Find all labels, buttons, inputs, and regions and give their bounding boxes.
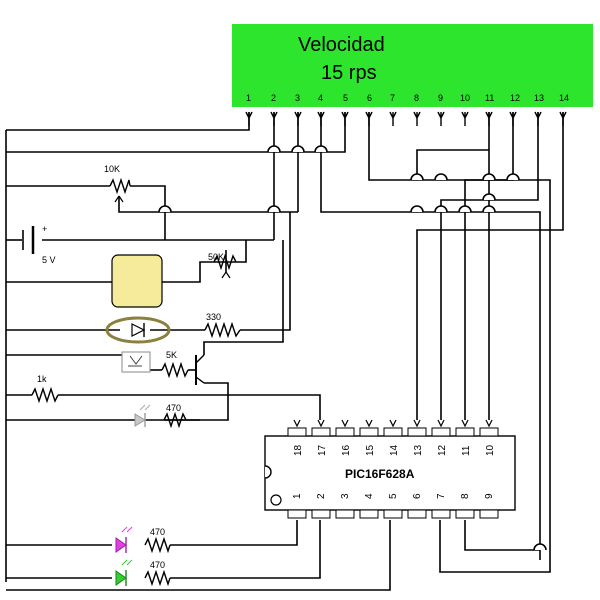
status-led-green <box>115 559 133 586</box>
chip-pin-label: 11 <box>461 445 472 456</box>
chip-pin-label: 15 <box>365 444 376 456</box>
chip-bottom-pin-boxes <box>287 509 499 519</box>
sensor-ring <box>105 316 171 344</box>
chip-pin-label: 16 <box>341 444 352 456</box>
pic-microcontroller: PIC16F628A <box>264 419 516 519</box>
lcd-pin-label: 12 <box>510 93 520 103</box>
resistor-470-c-label: 470 <box>150 560 165 570</box>
battery: + 5 V <box>22 224 56 265</box>
chip-name: PIC16F628A <box>345 467 415 481</box>
resistor-470-c: 470 <box>144 560 171 587</box>
chip-pin-label: 14 <box>389 444 400 456</box>
chip-pin-label: 1 <box>292 493 303 499</box>
lcd-pin-arrows <box>245 111 567 126</box>
resistor-5k: 5K <box>161 350 189 379</box>
chip-top-pin-arrows <box>293 419 493 428</box>
status-led-gray <box>134 404 151 427</box>
chip-top-pin-labels: 18 17 16 15 14 13 12 11 10 <box>293 444 496 456</box>
chip-pin-label: 4 <box>364 493 375 499</box>
chip-pin-label: 6 <box>412 493 423 499</box>
lcd-pin-label: 6 <box>367 93 372 103</box>
lcd-pin-label: 11 <box>485 93 494 103</box>
lcd-pin-label: 5 <box>343 93 348 103</box>
chip-notch <box>264 465 272 479</box>
potentiometer-50k: 50K <box>208 252 237 279</box>
chip-pin-label: 17 <box>317 444 328 456</box>
chip-bottom-pin-labels: 1 2 3 4 5 6 7 8 9 <box>292 493 495 499</box>
pin1-marker <box>270 494 282 506</box>
wire-crossovers <box>158 145 547 551</box>
battery-label: 5 V <box>42 255 56 265</box>
lcd-pin-label: 10 <box>460 93 470 103</box>
ir-led-icon <box>131 323 146 337</box>
resistor-470-b: 470 <box>144 527 171 554</box>
chip-pin-label: 3 <box>340 493 351 499</box>
optical-sensor <box>105 254 171 373</box>
lcd-screen <box>232 24 593 107</box>
chip-pin-label: 5 <box>388 493 399 499</box>
resistor-470-a-label: 470 <box>166 403 181 413</box>
npn-transistor <box>195 354 205 385</box>
lcd-pin-label: 9 <box>438 93 443 103</box>
lcd-pin-label: 8 <box>414 93 419 103</box>
battery-plus: + <box>42 224 47 234</box>
lcd-pin-labels: 1 2 3 4 5 6 7 8 9 10 11 12 13 14 <box>246 93 569 103</box>
chip-pin-label: 12 <box>437 444 448 456</box>
lcd-pin-label: 2 <box>271 93 276 103</box>
lcd-display: Velocidad 15 rps 1 2 3 4 5 6 7 8 9 10 11… <box>232 24 593 107</box>
chip-pin-label: 8 <box>460 493 471 499</box>
lcd-pin-label: 7 <box>390 93 395 103</box>
resistor-330-label: 330 <box>206 312 221 322</box>
resistor-330: 330 <box>204 312 241 339</box>
lcd-pin-label: 14 <box>559 93 569 103</box>
lcd-pin-label: 13 <box>534 93 544 103</box>
pot-50k-label: 50K <box>208 252 224 262</box>
chip-pin-label: 10 <box>485 444 496 456</box>
resistor-5k-label: 5K <box>166 350 177 360</box>
chip-pin-label: 18 <box>293 444 304 456</box>
sensor-body <box>111 254 163 308</box>
resistor-1k-label: 1k <box>37 374 47 384</box>
wiring <box>5 112 564 591</box>
lcd-pin-label: 4 <box>318 93 323 103</box>
phototransistor-icon <box>121 351 151 373</box>
pot-10k-label: 10K <box>104 164 120 174</box>
chip-pin-label: 7 <box>436 493 447 499</box>
lcd-line-2: 15 rps <box>321 62 377 84</box>
lcd-pin-label: 3 <box>295 93 300 103</box>
potentiometer-10k: 10K <box>104 164 131 203</box>
chip-top-pin-boxes <box>287 427 499 437</box>
chip-pin-label: 13 <box>413 444 424 456</box>
chip-pin-label: 9 <box>484 493 495 499</box>
resistor-470-b-label: 470 <box>150 527 165 537</box>
chip-pin-label: 2 <box>316 493 327 499</box>
status-led-magenta <box>115 526 133 553</box>
lcd-pin-label: 1 <box>246 93 251 103</box>
resistor-470-a: 470 <box>163 403 187 429</box>
lcd-line-1: Velocidad <box>298 34 385 56</box>
resistor-1k: 1k <box>31 374 59 404</box>
